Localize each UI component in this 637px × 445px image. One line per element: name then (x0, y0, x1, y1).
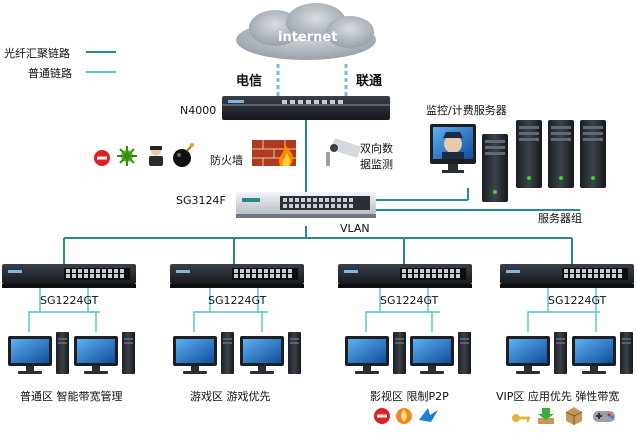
core-router-device (222, 96, 390, 120)
download-icon (538, 408, 554, 424)
zone-label: 普通区 智能带宽管理 (20, 390, 123, 403)
zone-label: VIP区 应用优先 弹性带宽 (496, 390, 620, 403)
normal-link-legend-label: 普通链路 (28, 67, 72, 80)
zone-4-pcs (506, 332, 633, 374)
access-switch-label: SG1224GT (380, 294, 439, 307)
core-switch-label: SG3124F (176, 194, 226, 207)
data-monitor-label-line1: 双向数 (360, 142, 393, 155)
firewall-label: 防火墙 (210, 154, 243, 167)
hacker-icon (149, 146, 163, 166)
monitor-server-device (430, 124, 508, 202)
bomb-icon (173, 143, 194, 167)
server-group-device (516, 120, 606, 188)
isp-telecom-label: 电信 (236, 74, 263, 89)
server-group-label: 服务器组 (538, 212, 582, 225)
fiber-link-legend-label: 光纤汇聚链路 (4, 47, 70, 60)
access-switch-label: SG1224GT (40, 294, 99, 307)
vlan-label: VLAN (340, 222, 370, 235)
firewall-icon (252, 140, 296, 166)
zone-label: 影视区 限制P2P (370, 390, 449, 403)
flame-app-icon (396, 408, 412, 424)
zone-label: 游戏区 游戏优先 (190, 390, 271, 403)
normal-links (28, 288, 600, 332)
gamepad-icon (593, 411, 615, 422)
internet-label: internet (278, 30, 338, 45)
access-switch-4 (500, 264, 634, 288)
cube-icon (565, 407, 583, 425)
access-switch-2 (170, 264, 304, 288)
zone-2-pcs (173, 332, 301, 374)
internet-cloud (236, 3, 376, 60)
key-icon (512, 414, 530, 422)
no-entry-icon (374, 408, 390, 424)
monitor-server-label: 监控/计费服务器 (426, 104, 507, 117)
no-entry-icon (94, 150, 110, 166)
core-switch-device (236, 192, 376, 218)
bird-app-icon (419, 408, 438, 422)
access-switch-label: SG1224GT (548, 294, 607, 307)
access-switch-3 (338, 264, 472, 288)
access-switch-1 (2, 264, 136, 288)
zone-1-pcs (8, 332, 135, 374)
core-router-label: N4000 (180, 104, 217, 117)
fiber-links (63, 120, 580, 264)
camera-icon (326, 138, 361, 166)
data-monitor-label-line2: 据监测 (360, 158, 393, 171)
access-switch-label: SG1224GT (208, 294, 267, 307)
zone-3-pcs (345, 332, 471, 374)
isp-links (276, 64, 348, 96)
isp-unicom-label: 联通 (356, 74, 383, 89)
virus-icon (117, 146, 137, 166)
